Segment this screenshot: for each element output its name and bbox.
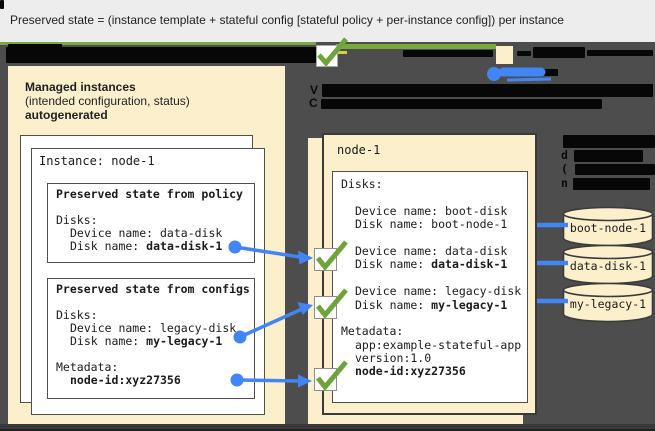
redaction-bar xyxy=(403,50,493,57)
redaction-bar xyxy=(0,0,4,9)
redaction-bar xyxy=(321,99,602,109)
redaction-bar xyxy=(6,47,316,63)
redaction-bar xyxy=(563,135,655,148)
redaction-bar xyxy=(575,164,655,175)
vm-title: node-1 xyxy=(337,143,381,157)
boot-device-line: Device name: boot-disk xyxy=(355,203,508,218)
vm-config-box: Disks: Device name: boot-disk Disk name:… xyxy=(332,171,528,403)
redaction-bar xyxy=(544,69,558,76)
spacer xyxy=(341,232,521,245)
green-checkmark-icon xyxy=(317,37,348,67)
data-device-line: Device name: data-disk xyxy=(355,243,508,258)
text-fragment: ( xyxy=(561,162,568,176)
legend-checkbox xyxy=(316,37,348,67)
metadata-label: Metadata: xyxy=(56,360,119,374)
green-checkmark-icon xyxy=(316,288,348,319)
disk-label-legacy: my-legacy-1 xyxy=(569,297,647,311)
data-disk-line: Disk name: data-disk-1 xyxy=(355,257,508,272)
device-name-line: Device name: legacy-disk xyxy=(70,321,237,335)
checkbox-data-disk xyxy=(314,240,348,271)
configs-state-lines: Preserved state from configs Disks: Devi… xyxy=(56,283,250,387)
bottom-edge xyxy=(0,429,655,431)
managed-instances-heading: Managed instances (intended configuratio… xyxy=(25,80,190,122)
title-bar: Preserved state = (instance template + s… xyxy=(0,0,655,42)
policy-state-box: Preserved state from policy Disks: Devic… xyxy=(47,183,255,263)
disk-cylinder-legacy xyxy=(562,282,654,324)
spacer xyxy=(341,312,521,325)
spacer xyxy=(341,191,521,204)
legacy-device-line: Device name: legacy-disk xyxy=(355,284,522,299)
disk-name-line: Disk name: my-legacy-1 xyxy=(70,334,223,348)
configs-state-box: Preserved state from configs Disks: Devi… xyxy=(47,278,255,399)
metadata-value: node-id:xyz27356 xyxy=(70,373,181,387)
disks-label: Disks: xyxy=(56,213,98,227)
redaction-bar xyxy=(322,84,653,97)
metadata-node-line: node-id:xyz27356 xyxy=(355,364,466,379)
checkbox-legacy-disk xyxy=(314,288,348,319)
configs-title: Preserved state from configs xyxy=(56,282,250,296)
heading-line-1: Managed instances xyxy=(25,80,136,94)
green-underline-right xyxy=(336,44,496,49)
policy-title: Preserved state from policy xyxy=(56,187,243,201)
heading-line-2: (intended configuration, status) xyxy=(25,94,190,108)
boot-disk-line: Disk name: boot-node-1 xyxy=(355,217,508,232)
metadata-app-line: app:example-stateful-app xyxy=(355,337,522,352)
redaction-bar xyxy=(574,150,643,162)
spacer xyxy=(341,272,521,285)
disk-label-data: data-disk-1 xyxy=(569,259,647,273)
disk-label-boot: boot-node-1 xyxy=(569,221,647,235)
title-text: Preserved state = (instance template + s… xyxy=(10,13,564,27)
disk-cylinder-boot xyxy=(562,206,654,248)
legend-beige-swatch xyxy=(496,46,513,64)
metadata-version-line: version:1.0 xyxy=(355,351,432,366)
vm-config-lines: Disks: Device name: boot-disk Disk name:… xyxy=(341,177,522,379)
device-name-line: Device name: data-disk xyxy=(70,226,223,240)
text-fragment: C xyxy=(309,96,318,110)
text-fragment: d xyxy=(561,148,568,162)
redaction-bar xyxy=(533,47,585,58)
metadata-label: Metadata: xyxy=(341,324,404,339)
legacy-disk-line: Disk name: my-legacy-1 xyxy=(355,297,508,312)
legend-blue-dot xyxy=(487,67,501,81)
redaction-bar xyxy=(587,50,653,56)
heading-line-3: autogenerated xyxy=(25,108,108,122)
green-checkmark-icon xyxy=(316,240,348,271)
redaction-bar xyxy=(573,178,650,190)
redaction-bar xyxy=(517,51,531,56)
redaction-bar xyxy=(8,44,62,48)
text-fragment: V xyxy=(310,83,319,97)
green-underline-left xyxy=(0,42,316,45)
disk-name-line: Disk name: data-disk-1 xyxy=(70,239,223,253)
text-fragment: n xyxy=(561,176,568,190)
green-checkmark-icon xyxy=(316,360,348,391)
yellow-dash xyxy=(334,51,347,54)
checkbox-node-id xyxy=(314,360,348,391)
disks-label: Disks: xyxy=(341,177,383,191)
policy-state-lines: Preserved state from policy Disks: Devic… xyxy=(56,188,243,253)
instance-title: Instance: node-1 xyxy=(39,154,155,168)
disk-icon xyxy=(562,282,654,323)
disks-label: Disks: xyxy=(56,308,98,322)
disk-icon xyxy=(562,206,654,247)
bottom-band xyxy=(0,424,655,429)
